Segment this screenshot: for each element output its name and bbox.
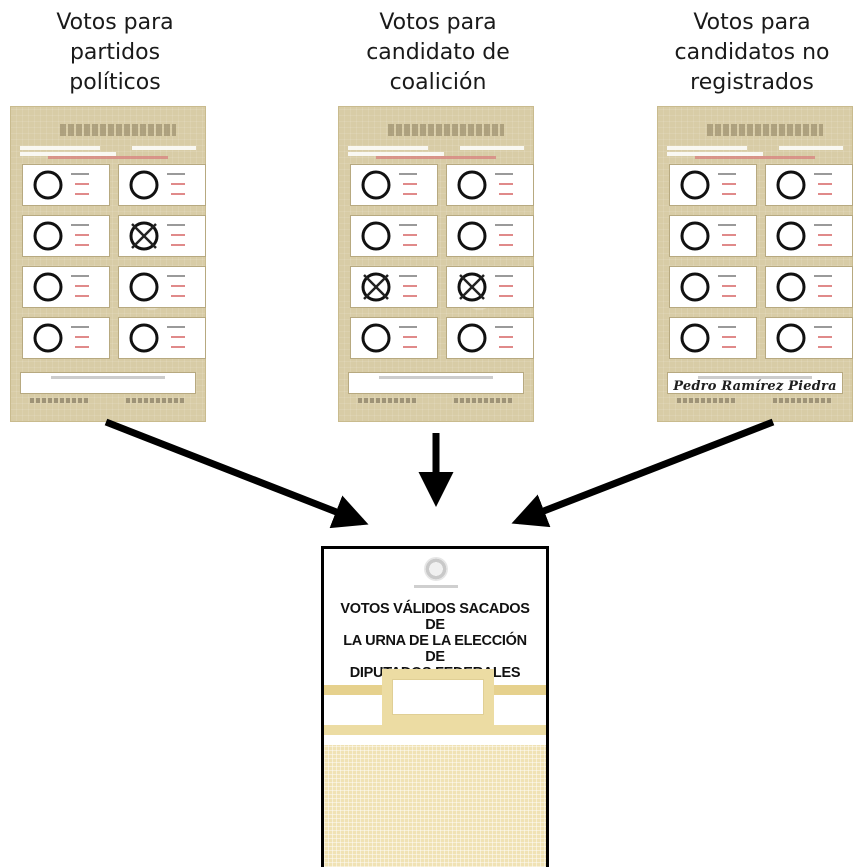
vote-circle-icon (129, 272, 159, 302)
crossed-vote-icon (361, 272, 391, 302)
caption-line: registrados (690, 70, 814, 95)
vote-circle-icon (129, 170, 159, 200)
ballot-header (20, 120, 196, 164)
vote-circle-icon (361, 221, 391, 251)
ballot-party (10, 106, 206, 422)
caption-line: partidos (69, 40, 161, 65)
arrow-right (511, 418, 775, 528)
ballot-option-box (350, 317, 438, 359)
ballot-option-box (22, 164, 110, 206)
vote-circle-icon (457, 170, 487, 200)
ballot-option-box (22, 317, 110, 359)
vote-circle-icon (129, 323, 159, 353)
signature-line (773, 398, 833, 403)
ballot-option-box (118, 215, 206, 257)
vote-circle-icon (457, 221, 487, 251)
signature-line (30, 398, 90, 403)
signature-line (454, 398, 514, 403)
vote-circle-icon (680, 323, 710, 353)
urn-label-box (382, 669, 494, 725)
ballot-option-box (669, 164, 757, 206)
signature-line (126, 398, 186, 403)
ballot-option-box (118, 164, 206, 206)
caption-line: candidato de (366, 40, 510, 65)
vote-circle-icon (33, 272, 63, 302)
ballot-option-box (22, 215, 110, 257)
ballot-option-box (446, 266, 534, 308)
signature-line (358, 398, 418, 403)
vote-circle-icon (680, 221, 710, 251)
vote-circle-icon (776, 170, 806, 200)
ballot-option-box (446, 164, 534, 206)
ballot-header (348, 120, 524, 164)
vote-circle-icon (776, 221, 806, 251)
vote-circle-icon (33, 221, 63, 251)
seal-icon (424, 557, 448, 581)
ballot-option-box (765, 215, 853, 257)
ballot-option-box (22, 266, 110, 308)
vote-circle-icon (457, 323, 487, 353)
arrow-left (104, 418, 369, 529)
ballot-urn-envelope: VOTOS VÁLIDOS SACADOS DE LA URNA DE LA E… (321, 546, 549, 867)
vote-circle-icon (776, 272, 806, 302)
ballot-unregistered: Pedro Ramírez Piedra (657, 106, 853, 422)
ballot-option-box (669, 317, 757, 359)
ballot-option-box (446, 317, 534, 359)
write-in-box (348, 372, 524, 394)
seal-caption (414, 585, 458, 588)
ballot-option-box (669, 266, 757, 308)
caption-party-votes: Votos para partidos políticos (0, 8, 230, 98)
urn-band-bottom (324, 725, 546, 735)
signature-line (677, 398, 737, 403)
ballot-option-box (765, 317, 853, 359)
urn-title-line: LA URNA DE LA ELECCIÓN DE (343, 633, 527, 665)
ballot-option-box (350, 164, 438, 206)
ballot-option-box (118, 317, 206, 359)
vote-circle-icon (680, 170, 710, 200)
ballot-option-box (765, 164, 853, 206)
vote-circle-icon (776, 323, 806, 353)
caption-line: candidatos no (674, 40, 830, 65)
caption-line: coalición (389, 70, 487, 95)
write-in-name: Pedro Ramírez Piedra (673, 379, 837, 394)
ballot-option-box (118, 266, 206, 308)
vote-circle-icon (33, 170, 63, 200)
ballot-coalition (338, 106, 534, 422)
vote-circle-icon (361, 170, 391, 200)
ballot-option-box (350, 215, 438, 257)
caption-line: políticos (69, 70, 161, 95)
ballot-option-box (765, 266, 853, 308)
urn-pattern (324, 745, 546, 867)
ballot-option-box (446, 215, 534, 257)
caption-unregistered-votes: Votos para candidatos no registrados (645, 8, 859, 98)
caption-coalition-votes: Votos para candidato de coalición (323, 8, 553, 98)
vote-circle-icon (680, 272, 710, 302)
ballot-header (667, 120, 843, 164)
ballot-option-box (350, 266, 438, 308)
write-in-box (20, 372, 196, 394)
ballot-option-box (669, 215, 757, 257)
vote-circle-icon (361, 323, 391, 353)
caption-line: Votos para (693, 10, 811, 35)
caption-line: Votos para (56, 10, 174, 35)
crossed-vote-icon (129, 221, 159, 251)
write-in-box: Pedro Ramírez Piedra (667, 372, 843, 394)
caption-line: Votos para (379, 10, 497, 35)
vote-circle-icon (33, 323, 63, 353)
crossed-vote-icon (457, 272, 487, 302)
urn-title-line: VOTOS VÁLIDOS SACADOS DE (340, 601, 530, 633)
